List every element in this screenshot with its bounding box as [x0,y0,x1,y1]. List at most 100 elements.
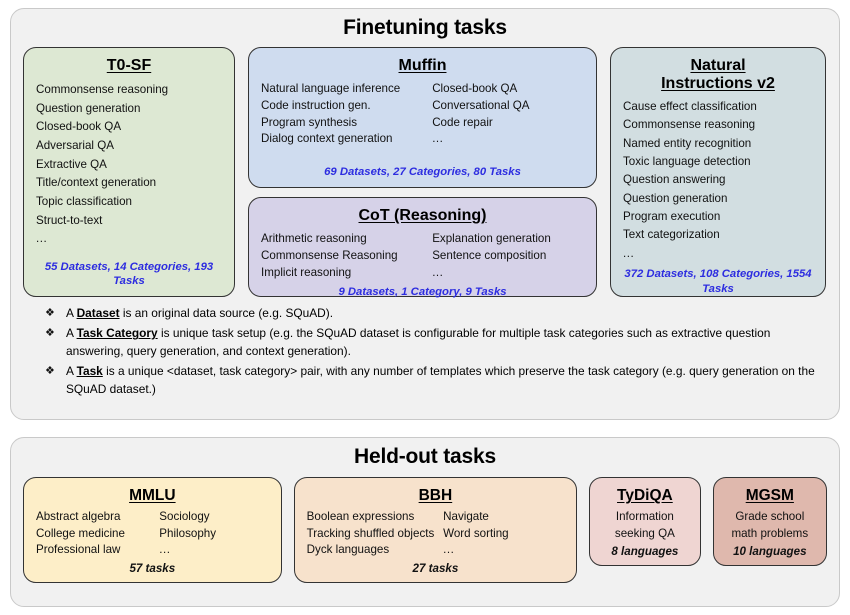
description-line-2: seeking QA [614,526,675,540]
card-bbh-task-list: Boolean expressions Tracking shuffled ob… [307,509,565,558]
list-item: Philosophy [159,526,217,540]
card-mmlu-title: MMLU [129,487,176,504]
list-item: Named entity recognition [623,136,752,150]
card-tydiqa-title: TyDiQA [617,487,673,504]
definition-prefix: A [66,306,77,320]
heldout-panel-title: Held-out tasks [354,445,496,468]
list-item: Sociology [159,510,210,524]
list-item: Closed-book QA [36,120,122,134]
list-item: Tracking shuffled objects [306,526,435,540]
card-mmlu[interactable]: MMLU Abstract algebra College medicine P… [23,477,282,583]
finetuning-column-left: T0-SF Commonsense reasoning Question gen… [23,47,235,297]
list-item: Explanation generation [432,231,551,245]
card-muffin-list-right: Closed-book QA Conversational QA Code re… [432,81,584,161]
heldout-cards-row: MMLU Abstract algebra College medicine P… [23,477,827,587]
definition-dataset-text: A Dataset is an original data source (e.… [66,305,817,322]
definition-task: ❖ A Task is a unique <dataset, task cate… [45,363,817,398]
list-item: Dyck languages [306,543,390,557]
list-item: Closed-book QA [432,81,518,95]
list-item: Conversational QA [432,98,530,112]
definition-term: Task Category [76,326,158,341]
heldout-column-mgsm: MGSM Grade school math problems 10 langu… [712,477,827,587]
list-item-ellipsis: ... [623,246,635,260]
card-bbh[interactable]: BBH Boolean expressions Tracking shuffle… [293,477,578,583]
finetuning-tasks-panel: Finetuning tasks T0-SF Commonsense reaso… [10,8,840,420]
card-cot[interactable]: CoT (Reasoning) Arithmetic reasoning Com… [248,197,597,298]
list-item: Extractive QA [36,157,107,171]
card-natural-instructions-v2[interactable]: Natural Instructions v2 Cause effect cla… [610,47,826,297]
card-mgsm-stats: 10 languages [733,545,807,559]
card-muffin[interactable]: Muffin Natural language inference Code i… [248,47,597,188]
card-muffin-stats: 69 Datasets, 27 Categories, 80 Tasks [324,166,521,179]
definitions-list: ❖ A Dataset is an original data source (… [23,305,827,398]
heldout-tasks-panel: Held-out tasks MMLU Abstract algebra Col… [10,437,840,607]
list-item: Question answering [623,173,726,187]
card-mgsm-description: Grade school math problems [720,509,820,542]
heldout-column-tydiqa: TyDiQA Information seeking QA 8 language… [589,477,701,587]
list-item: Cause effect classification [623,99,757,113]
list-item: Program execution [623,210,721,224]
list-item: Toxic language detection [623,154,751,168]
definition-prefix: A [66,326,77,341]
card-mmlu-list-left: Abstract algebra College medicine Profes… [36,509,159,558]
list-item: Arithmetic reasoning [261,231,367,245]
card-cot-list-right: Explanation generation Sentence composit… [432,231,584,282]
card-muffin-task-list: Natural language inference Code instruct… [261,81,584,161]
definition-task-category-text: A Task Category is unique task setup (e.… [66,325,817,360]
definition-suffix: is unique task setup (e.g. the SQuAD dat… [66,326,771,358]
list-item: Abstract algebra [36,510,121,524]
list-item: Question generation [36,101,141,115]
list-item: Struct-to-text [36,213,103,227]
finetuning-cards-row: T0-SF Commonsense reasoning Question gen… [23,47,827,298]
finetuning-panel-title: Finetuning tasks [343,16,507,39]
list-item: Text categorization [623,228,720,242]
list-item-ellipsis: ... [432,132,444,146]
diamond-bullet-icon: ❖ [45,365,55,378]
list-item: Topic classification [36,194,133,208]
definition-task-category: ❖ A Task Category is unique task setup (… [45,325,817,360]
description-line-1: Grade school [735,510,805,524]
card-title-line-1: Natural [690,57,746,74]
card-cot-list-left: Arithmetic reasoning Commonsense Reasoni… [261,231,432,282]
list-item: Title/context generation [36,176,157,190]
card-bbh-title: BBH [418,487,453,504]
card-tydiqa-stats: 8 languages [611,545,679,559]
list-item: Commonsense reasoning [623,118,756,132]
list-item: Boolean expressions [306,510,415,524]
finetuning-column-middle: Muffin Natural language inference Code i… [248,47,597,298]
card-bbh-stats: 27 tasks [412,561,459,575]
description-line-2: math problems [731,526,809,540]
diamond-bullet-icon: ❖ [45,327,55,340]
card-mgsm[interactable]: MGSM Grade school math problems 10 langu… [712,477,827,567]
list-item: Commonsense Reasoning [261,248,398,262]
card-mgsm-title: MGSM [745,487,794,504]
card-bbh-list-right: Navigate Word sorting ... [443,509,564,558]
card-muffin-list-left: Natural language inference Code instruct… [261,81,432,161]
list-item: Sentence composition [432,248,547,262]
list-item: Commonsense reasoning [36,82,169,96]
card-t0sf-task-list: Commonsense reasoning Question generatio… [36,81,222,256]
heldout-column-bbh: BBH Boolean expressions Tracking shuffle… [293,477,578,587]
list-item: Professional law [36,543,121,557]
list-item: College medicine [36,526,125,540]
card-t0sf[interactable]: T0-SF Commonsense reasoning Question gen… [23,47,235,297]
definition-task-text: A Task is a unique <dataset, task catego… [66,363,817,398]
list-item: Natural language inference [261,81,401,95]
card-natural-instructions-v2-task-list: Cause effect classification Commonsense … [623,98,813,263]
card-cot-task-list: Arithmetic reasoning Commonsense Reasoni… [261,231,584,282]
definition-dataset: ❖ A Dataset is an original data source (… [45,305,817,322]
list-item: Code instruction gen. [261,98,371,112]
card-t0sf-stats: 55 Datasets, 14 Categories, 193 Tasks [44,260,214,288]
definition-term: Dataset [76,306,120,320]
card-mmlu-stats: 57 tasks [129,561,176,575]
list-item-ellipsis: ... [443,543,455,557]
list-item-ellipsis: ... [36,232,48,246]
card-muffin-title: Muffin [398,57,447,74]
card-mmlu-task-list: Abstract algebra College medicine Profes… [36,509,269,558]
list-item: Adversarial QA [36,138,114,152]
card-tydiqa[interactable]: TyDiQA Information seeking QA 8 language… [589,477,701,567]
definition-suffix: is a unique <dataset, task category> pai… [66,364,815,396]
list-item: Program synthesis [261,115,358,129]
list-item-ellipsis: ... [432,265,444,279]
